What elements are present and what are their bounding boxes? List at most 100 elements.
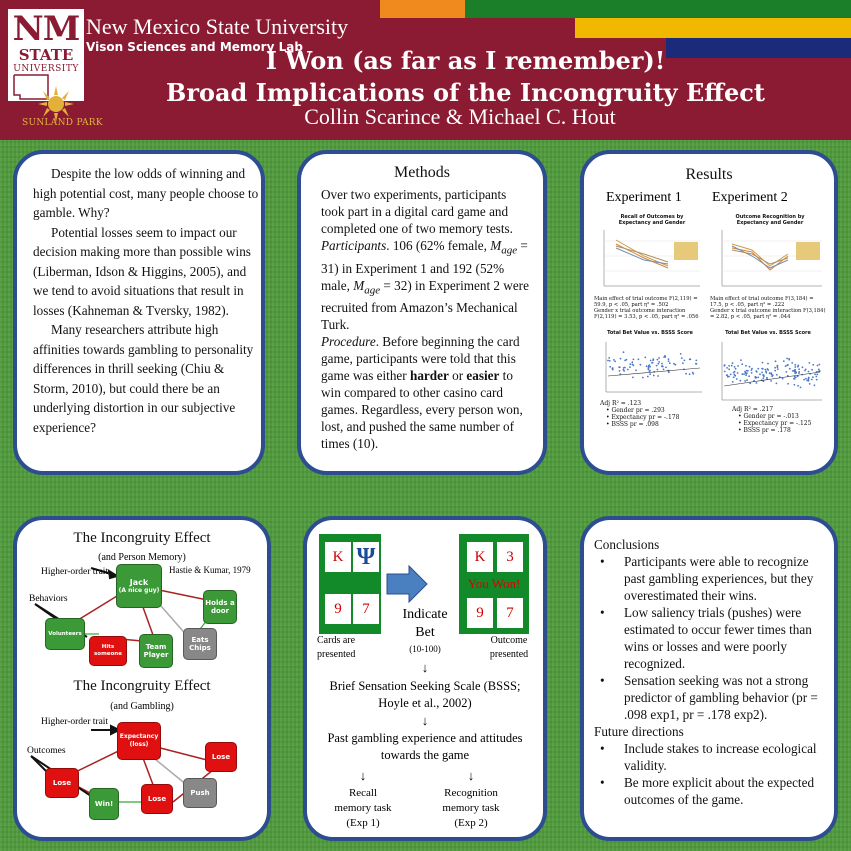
scatter-point (805, 377, 807, 380)
scatter-point (815, 378, 818, 381)
scatter-point (785, 371, 788, 373)
exp2-main-effect: Main effect of trial outcome F(3,184) = … (710, 296, 814, 308)
scatter-point (614, 360, 616, 363)
scatter-point (695, 359, 698, 362)
procedure-text-a: . Before beginning the card game, partic… (321, 334, 520, 384)
scatter-point (776, 366, 779, 369)
scatter-point (743, 373, 745, 375)
scatter-point (622, 351, 625, 354)
exp2-reg-gender-row: • Gender pr = -.013 (738, 413, 799, 420)
intro-panel: Despite the low odds of winning and high… (13, 150, 265, 475)
scatter-point (818, 363, 821, 366)
scatter-point (801, 366, 804, 369)
scatter-point (788, 367, 791, 370)
node-expectancy-loss: Expectancy (loss) (117, 722, 161, 760)
logo-university: UNIVERSITY (13, 64, 79, 74)
scatter-point (652, 374, 655, 377)
exp1-reg-bsss-row: • BSSS pr = .098 (606, 421, 659, 428)
scatter-point (733, 366, 736, 368)
recall-task: Recall memory task (Exp 1) (334, 787, 392, 829)
card-7-outcome: 7 (497, 598, 523, 628)
scatter-point (757, 367, 760, 370)
scatter-point (767, 362, 769, 365)
scatter-point (766, 368, 769, 370)
scatter-point (674, 363, 677, 366)
scatter-point (728, 368, 730, 371)
participants-text-b: = 31) in Experiment 1 and 192 (52% male, (321, 238, 528, 293)
lab-name: Vison Sciences and Memory Lab (86, 40, 303, 54)
future-list: Include stakes to increase ecological va… (594, 740, 826, 808)
scatter-point (787, 382, 789, 385)
higher-order-trait-label-1: Higher-order trait (41, 567, 109, 577)
poster-title-line2: Broad Implications of the Incongruity Ef… (166, 78, 765, 107)
card-9: 9 (325, 594, 351, 624)
scatter-point (688, 358, 691, 361)
scatter-point (652, 358, 655, 361)
conclusion-2: Low saliency trials (pushes) were estima… (594, 604, 826, 672)
scatter-point (685, 372, 687, 375)
scatter-point (739, 379, 742, 382)
scatter-point (647, 366, 650, 369)
gold-bar (575, 18, 851, 38)
scatter-point (657, 375, 659, 377)
scatter-exp1: Total Bet Value vs. BSSS Score (594, 330, 706, 400)
scatter-point (775, 382, 778, 385)
conclusions-panel: Conclusions Participants were able to re… (580, 516, 838, 841)
scatter-point (679, 353, 682, 355)
scatter-point (794, 370, 797, 372)
outcome-presented-label: Outcome presented (489, 635, 529, 660)
incongruity-title-gambling: The Incongruity Effect (73, 678, 211, 694)
conclusion-1: Participants were able to recognize past… (594, 553, 826, 604)
scatter-point (768, 372, 771, 375)
right-arrow-icon (386, 564, 428, 604)
scatter-point (770, 372, 773, 374)
card-3: 3 (497, 542, 523, 572)
scatter-point (794, 372, 797, 375)
scatter-point (741, 373, 744, 375)
orange-bar (380, 0, 465, 18)
scatter-point (664, 355, 666, 357)
scatter-point (683, 359, 686, 362)
scatter-point (658, 361, 661, 363)
scatter-point (745, 374, 747, 377)
scatter-point (793, 378, 796, 380)
scatter-point (657, 362, 660, 365)
scatter-point (733, 370, 736, 373)
scatter-point (618, 370, 621, 372)
scatter-point (607, 359, 609, 362)
scatter-point (661, 365, 664, 368)
scatter-point (812, 363, 815, 366)
scatter-point (632, 376, 634, 379)
scatter-point (662, 368, 665, 371)
exp2-reg-bsss-row: • BSSS pr = .178 (738, 427, 791, 434)
scatter-point (632, 364, 635, 367)
outcomes-label: Outcomes (27, 746, 66, 756)
scatter-point (736, 372, 739, 374)
scatter-point (723, 370, 726, 373)
incongruity-title-person: The Incongruity Effect (73, 530, 211, 546)
scatter-point (646, 375, 649, 378)
scatter-point (797, 364, 800, 367)
university-name: New Mexico State University (86, 14, 349, 39)
scatter-point (757, 376, 760, 379)
scatter-point (611, 368, 614, 371)
recognition-chart-title: Outcome Recognition by Expectancy and Ge… (735, 214, 805, 226)
scatter-point (786, 357, 788, 360)
scatter-point (797, 384, 799, 387)
scatter-point (608, 357, 611, 359)
scatter-point (817, 368, 820, 371)
scatter-point (740, 359, 742, 361)
scatter-point (793, 383, 796, 386)
scatter-point (762, 377, 765, 380)
future-directions-title: Future directions (594, 724, 684, 739)
scatter-point (750, 369, 753, 371)
scatter-point (649, 373, 652, 375)
easier-word: easier (466, 368, 500, 384)
recall-chart: Recall of Outcomes by Expectancy and Gen… (590, 214, 706, 294)
scatter-point (770, 380, 772, 382)
scatter-point (766, 376, 768, 379)
down-arrow-3: ↓ (359, 768, 367, 783)
you-won-text: You Won! (467, 576, 521, 591)
scatter-point (791, 362, 794, 364)
scatter-point (645, 365, 648, 368)
